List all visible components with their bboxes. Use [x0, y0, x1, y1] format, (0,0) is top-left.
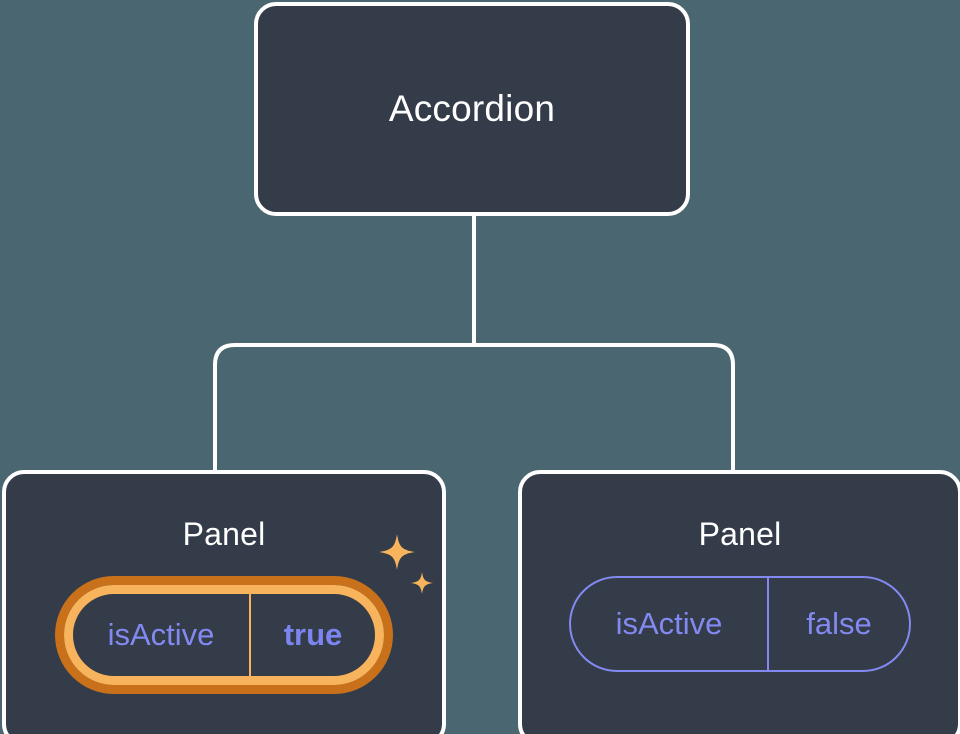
node-accordion-title: Accordion: [388, 88, 556, 129]
prop-key-cell-active: isActive: [73, 594, 249, 676]
node-accordion[interactable]: Accordion: [254, 2, 690, 216]
prop-key-label-inactive: isActive: [615, 606, 723, 641]
sparkles-icon: [379, 534, 433, 594]
connector-branch-bus: [213, 343, 735, 472]
prop-pill-wrap-inactive: isActive false: [569, 576, 911, 672]
prop-key-cell-inactive: isActive: [571, 578, 767, 670]
prop-pill-active-ring: isActive true: [64, 585, 384, 685]
node-panel-inactive-title: Panel: [698, 516, 782, 552]
prop-pill-inactive[interactable]: isActive false: [569, 576, 911, 672]
node-panel-active-title: Panel: [182, 516, 266, 552]
prop-value-cell-inactive: false: [767, 578, 909, 670]
prop-value-label-inactive: false: [806, 606, 872, 641]
prop-value-cell-active: true: [249, 594, 375, 676]
node-panel-inactive[interactable]: Panel isActive false: [518, 470, 960, 734]
prop-pill-active[interactable]: isActive true: [55, 576, 393, 694]
prop-key-label-active: isActive: [107, 617, 215, 652]
prop-pill-wrap-active: isActive true: [55, 534, 433, 694]
prop-value-label-active: true: [283, 617, 343, 652]
node-panel-active[interactable]: Panel isActive true: [2, 470, 446, 734]
